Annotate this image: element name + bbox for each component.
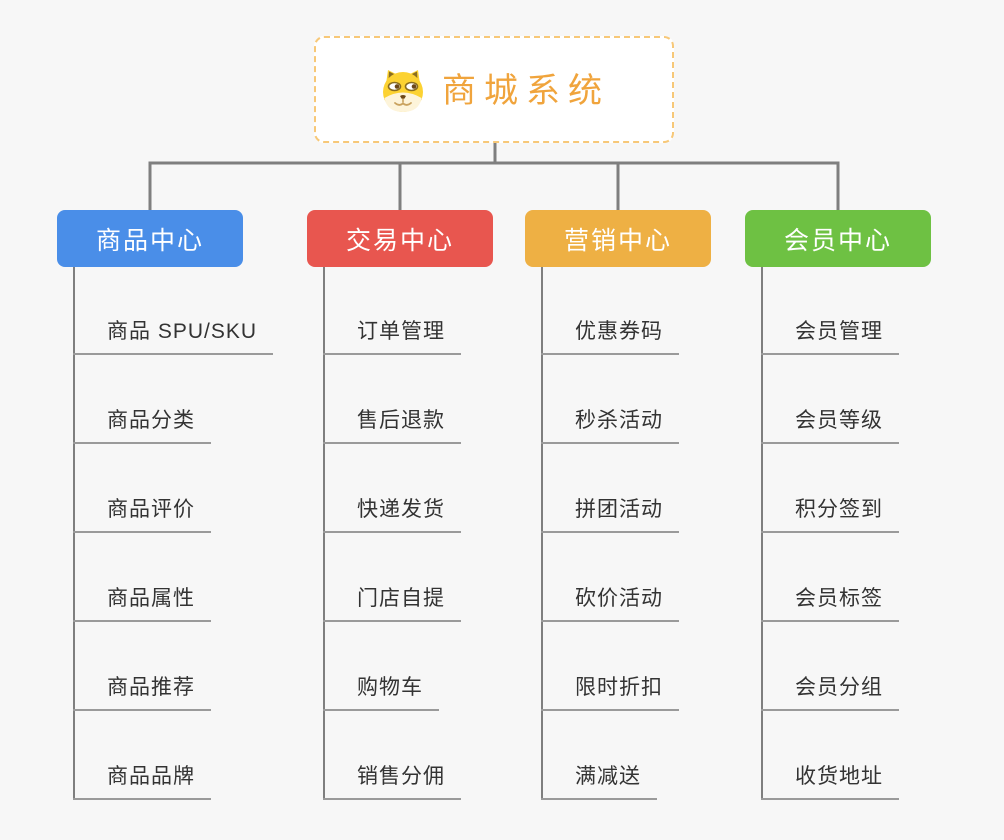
branch-box-2[interactable]: 交易中心 (307, 210, 493, 267)
leaf-item[interactable]: 会员等级 (761, 406, 899, 444)
leaf-item[interactable]: 商品推荐 (73, 673, 211, 711)
leaf-item[interactable]: 商品品牌 (73, 762, 211, 800)
branch-box-3[interactable]: 营销中心 (525, 210, 711, 267)
leaf-item[interactable]: 商品 SPU/SKU (73, 317, 274, 355)
leaf-item[interactable]: 商品评价 (73, 495, 211, 533)
leaf-item[interactable]: 会员管理 (761, 317, 899, 355)
leaf-item[interactable]: 秒杀活动 (541, 406, 679, 444)
branch-spine-line (761, 267, 763, 800)
branch-box-1[interactable]: 商品中心 (57, 210, 243, 267)
leaf-item[interactable]: 会员标签 (761, 584, 899, 622)
dog-emoji-icon (378, 67, 428, 113)
leaf-item[interactable]: 门店自提 (323, 584, 461, 622)
root-node[interactable]: 商城系统 (314, 36, 674, 143)
leaf-item[interactable]: 拼团活动 (541, 495, 679, 533)
leaf-item[interactable]: 售后退款 (323, 406, 461, 444)
leaf-item[interactable]: 订单管理 (323, 317, 461, 355)
leaf-item[interactable]: 限时折扣 (541, 673, 679, 711)
leaf-item[interactable]: 商品分类 (73, 406, 211, 444)
leaf-item[interactable]: 快递发货 (323, 495, 461, 533)
branch-box-4[interactable]: 会员中心 (745, 210, 931, 267)
leaf-item[interactable]: 商品属性 (73, 584, 211, 622)
leaf-item[interactable]: 满减送 (541, 762, 657, 800)
leaf-item[interactable]: 砍价活动 (541, 584, 679, 622)
leaf-item[interactable]: 积分签到 (761, 495, 899, 533)
root-title: 商城系统 (442, 71, 610, 110)
leaf-item[interactable]: 销售分佣 (323, 762, 461, 800)
leaf-item[interactable]: 购物车 (323, 673, 439, 711)
branch-spine-line (323, 267, 325, 800)
leaf-item[interactable]: 收货地址 (761, 762, 899, 800)
branch-spine-line (541, 267, 543, 800)
branch-spine-line (73, 267, 75, 800)
leaf-item[interactable]: 会员分组 (761, 673, 899, 711)
leaf-item[interactable]: 优惠券码 (541, 317, 679, 355)
